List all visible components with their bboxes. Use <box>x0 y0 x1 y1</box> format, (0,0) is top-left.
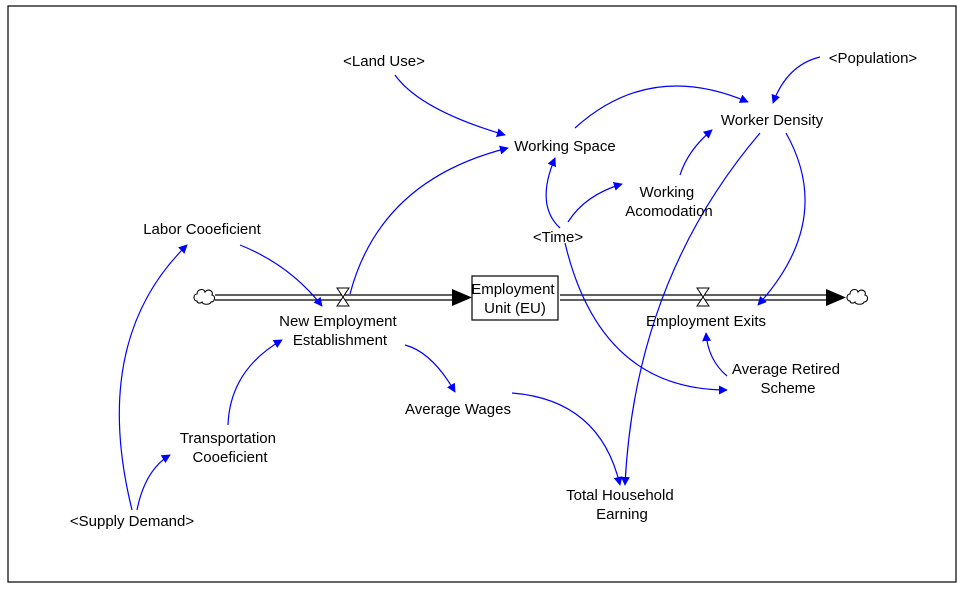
inflow-pipe <box>215 289 472 306</box>
link-newemployment-averagewages <box>404 344 456 393</box>
average-retired-line-2: Scheme <box>760 380 815 397</box>
new-employment-establishment-label[interactable]: New Employment Establishment <box>279 313 401 349</box>
employment-unit-label: Employment Unit (EU) <box>471 281 559 317</box>
link-transportation-newemployment <box>227 339 283 426</box>
link-population-workerdensity <box>771 56 821 104</box>
link-time-workingacomodation <box>567 181 623 223</box>
transportation-line-1: Transportation <box>180 430 276 447</box>
population-label[interactable]: <Population> <box>829 50 918 67</box>
link-time-workingspace <box>545 157 561 229</box>
link-laborcooeficient-newemployment <box>239 244 323 307</box>
link-landuse-workingspace <box>394 74 506 138</box>
link-averagewages-totalhousehold <box>511 392 623 486</box>
employment-unit-line-1: Employment <box>471 281 555 298</box>
supply-demand-label[interactable]: <Supply Demand> <box>70 513 194 530</box>
sink-cloud-icon <box>846 289 869 305</box>
time-label[interactable]: <Time> <box>533 229 584 246</box>
working-acomodation-line-1: Working <box>640 184 695 201</box>
land-use-label[interactable]: <Land Use> <box>343 53 425 70</box>
working-acomodation-line-2: Acomodation <box>625 203 713 220</box>
employment-unit-stock[interactable] <box>471 275 559 321</box>
outflow-valve-icon[interactable] <box>696 287 710 307</box>
employment-unit-line-2: Unit (EU) <box>484 300 546 317</box>
worker-density-label[interactable]: Worker Density <box>721 112 824 129</box>
total-household-line-2: Earning <box>596 506 648 523</box>
average-retired-scheme-label[interactable]: Average Retired Scheme <box>732 361 844 397</box>
link-newemployment-workingspace <box>349 145 509 295</box>
working-acomodation-label[interactable]: Working Acomodation <box>625 184 713 220</box>
link-supplydemand-laborcooeficient <box>118 244 188 511</box>
link-workingspace-workerdensity <box>574 85 749 129</box>
labor-cooeficient-label[interactable]: Labor Cooeficient <box>143 221 261 238</box>
outflow-pipe <box>560 289 846 306</box>
source-cloud-icon <box>193 289 216 305</box>
employment-exits-label[interactable]: Employment Exits <box>646 313 766 330</box>
link-workerdensity-employmentexits <box>757 132 806 306</box>
total-household-line-1: Total Household <box>566 487 674 504</box>
link-supplydemand-transportation <box>136 454 171 511</box>
average-retired-line-1: Average Retired <box>732 361 840 378</box>
new-employment-line-1: New Employment <box>279 313 397 330</box>
link-workingacomodation-workerdensity <box>679 129 713 176</box>
inflow-valve-icon[interactable] <box>336 287 350 307</box>
transportation-line-2: Cooeficient <box>192 449 268 466</box>
working-space-label[interactable]: Working Space <box>514 138 615 155</box>
transportation-cooeficient-label[interactable]: Transportation Cooeficient <box>180 430 280 466</box>
link-workerdensity-totalhousehold <box>620 132 761 486</box>
link-time-averageretired <box>564 242 728 395</box>
new-employment-line-2: Establishment <box>293 332 388 349</box>
total-household-earning-label[interactable]: Total Household Earning <box>566 487 678 523</box>
average-wages-label[interactable]: Average Wages <box>405 401 511 418</box>
link-averageretired-employmentexits <box>702 332 728 377</box>
